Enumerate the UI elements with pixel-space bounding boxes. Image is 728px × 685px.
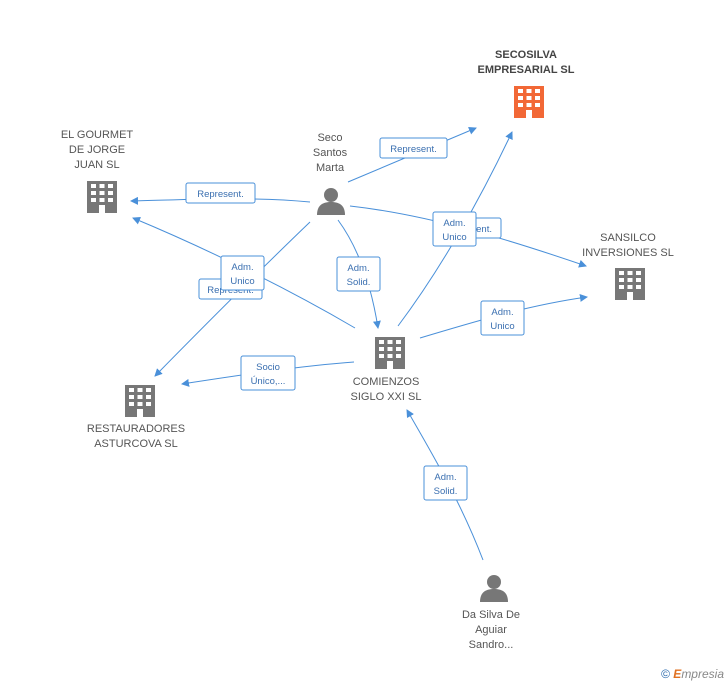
building-icon[interactable]	[87, 181, 117, 213]
edge-label-text: Adm.	[347, 263, 369, 274]
company-label-secosilva[interactable]: SECOSILVA EMPRESARIAL SL	[477, 49, 575, 76]
edge-label-adm-unico-secosilva: Adm. Unico	[432, 211, 477, 247]
brand-logo-e: E	[673, 667, 682, 681]
edge-label-represent-secosilva: Represent.	[379, 137, 448, 159]
edge-label-adm-solid-dasilva: Adm. Solid.	[423, 465, 468, 501]
person-icon[interactable]	[480, 575, 508, 602]
company-label-sansilco[interactable]: SANSILCO INVERSIONES SL	[582, 232, 674, 259]
edge-label-adm-unico-sansilco: Adm. Unico	[480, 300, 525, 336]
edge-label-text: Unico	[490, 321, 514, 332]
building-icon[interactable]	[375, 337, 405, 369]
edge-label-text: Adm.	[434, 472, 456, 483]
edge-label-text: Represent.	[197, 189, 243, 200]
person-label-dasilva[interactable]: Da Silva De Aguiar Sandro...	[461, 609, 521, 651]
edge-label-text: Unico	[442, 232, 466, 243]
edge-label-text: Unico	[230, 276, 254, 287]
copyright-symbol: ©	[661, 667, 670, 681]
edge-label-represent-gourmet: Represent.	[185, 182, 256, 204]
company-label-restauradores[interactable]: RESTAURADORES ASTURCOVA SL	[86, 423, 186, 450]
edge-label-adm-unico-gourmet: Adm. Unico	[220, 255, 265, 291]
company-label-gourmet[interactable]: EL GOURMET DE JORGE JUAN SL	[60, 129, 134, 171]
edge-label-socio-unico: Socio Único,...	[240, 355, 296, 391]
edge-label-text: Socio	[256, 362, 280, 373]
brand-logo-text: mpresia	[681, 667, 724, 681]
building-icon[interactable]	[615, 268, 645, 300]
edge-label-text: Solid.	[434, 486, 458, 497]
person-icon[interactable]	[317, 188, 345, 215]
edge-label-text: Adm.	[231, 262, 253, 273]
edge-label-text: Adm.	[491, 307, 513, 318]
edge-label-text: Solid.	[347, 277, 371, 288]
copyright-brand: © Empresia	[661, 667, 724, 681]
edge-label-text: Adm.	[443, 218, 465, 229]
building-icon[interactable]	[125, 385, 155, 417]
company-label-comienzos[interactable]: COMIENZOS SIGLO XXI SL	[350, 376, 422, 403]
person-label-seco[interactable]: Seco Santos Marta	[312, 132, 348, 174]
edge-label-text: Represent.	[390, 144, 436, 155]
edge-label-adm-solid-seco: Adm. Solid.	[336, 256, 381, 292]
edge-label-text: Único,...	[251, 376, 286, 387]
building-icon[interactable]	[514, 86, 544, 118]
